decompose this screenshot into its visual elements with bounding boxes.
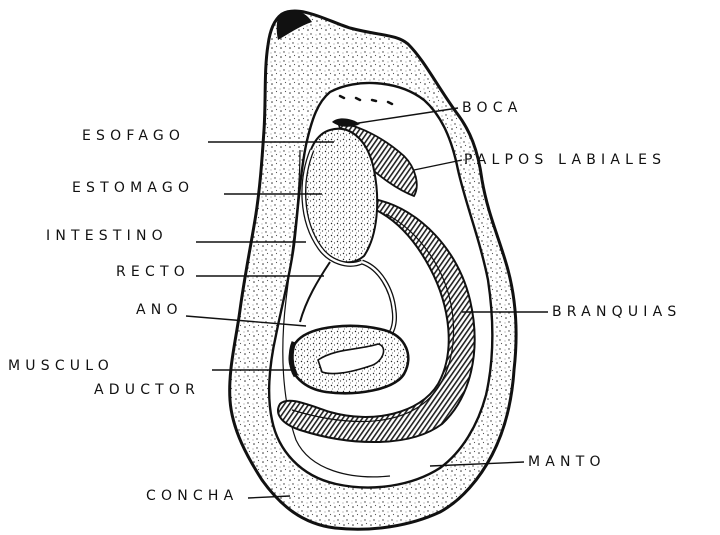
label-branquias: BRANQUIAS — [552, 304, 681, 320]
label-musculo: MUSCULO — [8, 358, 114, 374]
label-estomago: ESTOMAGO — [72, 180, 194, 196]
label-concha: CONCHA — [146, 488, 238, 504]
label-palpos-labiales: PALPOS LABIALES — [464, 152, 666, 168]
label-esofago: ESOFAGO — [82, 128, 185, 144]
label-boca: BOCA — [462, 100, 523, 116]
label-ano: ANO — [136, 302, 183, 318]
label-aductor: ADUCTOR — [94, 382, 200, 398]
label-manto: MANTO — [528, 454, 606, 470]
label-recto: RECTO — [116, 264, 190, 280]
label-intestino: INTESTINO — [46, 228, 168, 244]
